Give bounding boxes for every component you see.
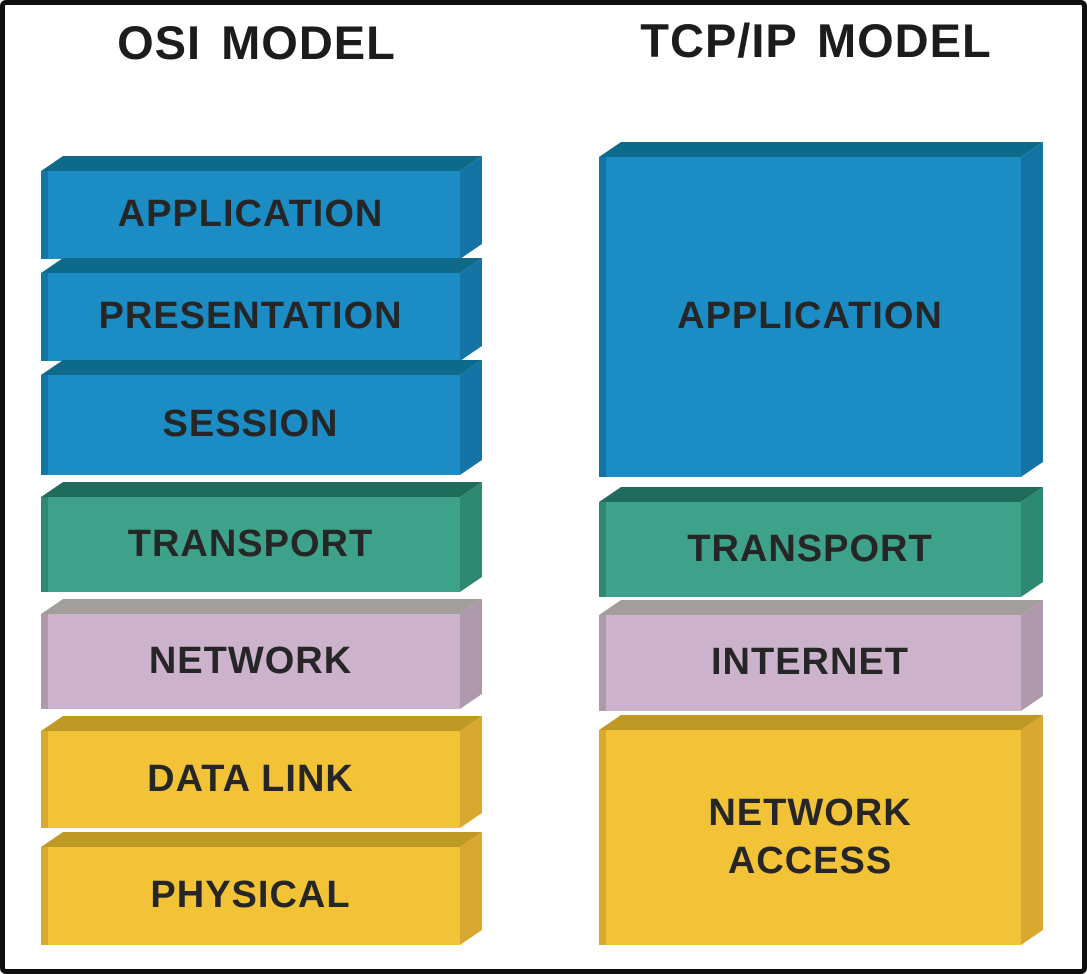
osi-layer-session: SESSION bbox=[41, 375, 460, 475]
tcpip-title: TCP/IP MODEL bbox=[640, 14, 992, 67]
tcpip-layer-transport-label: TRANSPORT bbox=[687, 527, 933, 570]
osi-layer-physical-label: PHYSICAL bbox=[150, 874, 351, 917]
osi-layer-transport-label: TRANSPORT bbox=[127, 522, 374, 565]
osi-title: OSI MODEL bbox=[117, 16, 396, 69]
tcpip-layer-network-access: NETWORK ACCESS bbox=[599, 730, 1021, 945]
osi-layer-data-link-label: DATA LINK bbox=[147, 757, 354, 800]
osi-layer-application: APPLICATION bbox=[41, 171, 460, 259]
tcpip-layer-network-access-label: NETWORK ACCESS bbox=[708, 792, 912, 882]
osi-layer-physical: PHYSICAL bbox=[41, 847, 460, 945]
osi-layer-session-label: SESSION bbox=[162, 403, 339, 446]
osi-layer-network: NETWORK bbox=[41, 614, 460, 709]
tcpip-layer-internet-label: INTERNET bbox=[711, 641, 909, 684]
osi-layer-presentation: PRESENTATION bbox=[41, 273, 460, 361]
osi-layer-application-label: APPLICATION bbox=[117, 193, 384, 236]
tcpip-layer-transport: TRANSPORT bbox=[599, 502, 1021, 597]
osi-layer-transport: TRANSPORT bbox=[41, 497, 460, 592]
tcpip-layer-application-label: APPLICATION bbox=[677, 295, 943, 338]
osi-layer-data-link: DATA LINK bbox=[41, 731, 460, 828]
tcpip-layer-application: APPLICATION bbox=[599, 157, 1021, 477]
tcpip-layer-internet: INTERNET bbox=[599, 615, 1021, 711]
osi-layer-network-label: NETWORK bbox=[148, 639, 353, 682]
osi-layer-presentation-label: PRESENTATION bbox=[98, 295, 403, 338]
